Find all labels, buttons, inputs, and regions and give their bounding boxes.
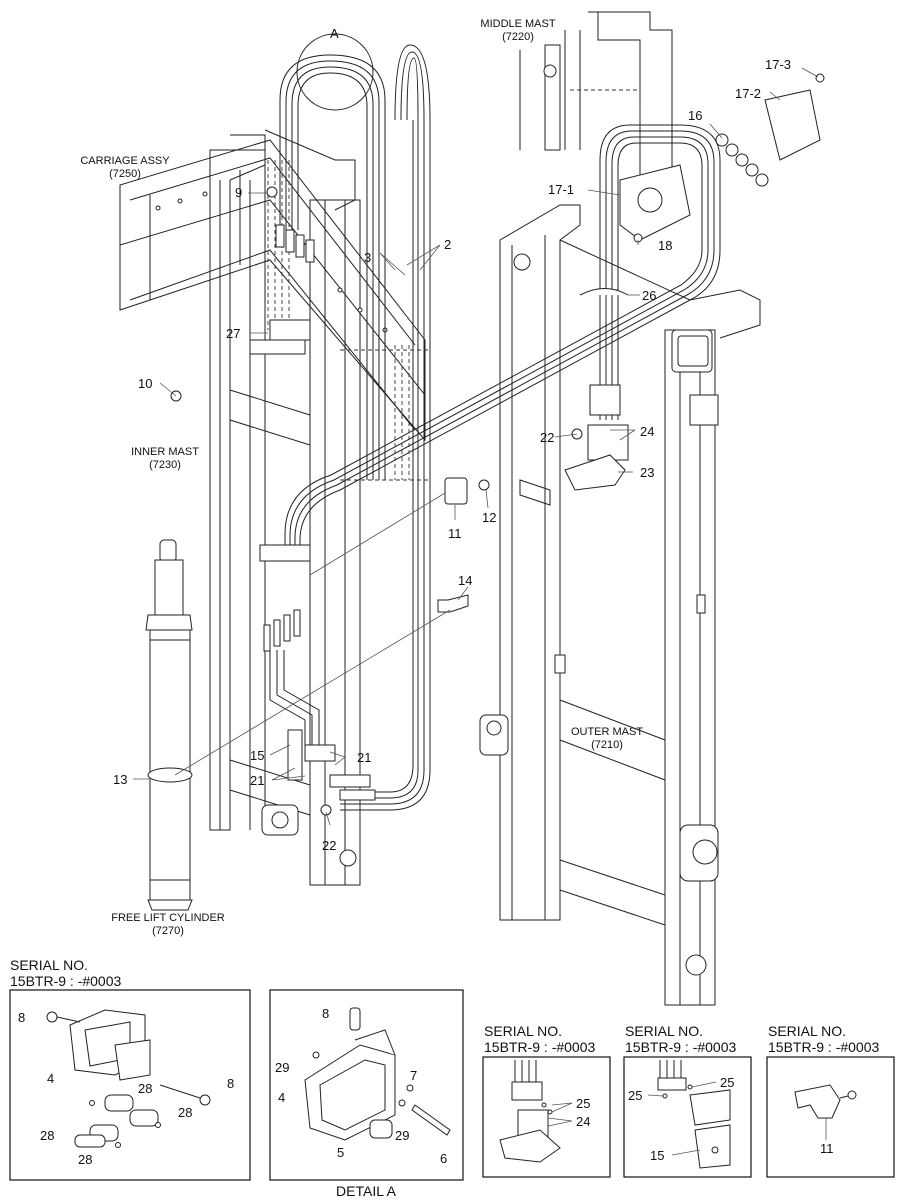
- callout-21-left: 21: [250, 773, 264, 788]
- detail-a-callout-7: 7: [410, 1068, 417, 1083]
- callout-17-1: 17-1: [548, 182, 574, 197]
- inset4-callout-25-left: 25: [628, 1088, 642, 1103]
- inset5-serial-range: 15BTR-9 : -#0003: [768, 1039, 879, 1055]
- callout-15: 15: [250, 748, 264, 763]
- free-lift-cylinder-code: (7270): [152, 925, 184, 937]
- callout-2: 2: [444, 237, 451, 252]
- outer-mast-name: OUTER MAST: [571, 726, 643, 738]
- callout-21-right: 21: [357, 750, 371, 765]
- callout-23: 23: [640, 465, 654, 480]
- callout-16: 16: [688, 108, 702, 123]
- inset5-serial-label: SERIAL NO.: [768, 1023, 846, 1039]
- callout-9: 9: [235, 185, 242, 200]
- middle-mast-name: MIDDLE MAST: [480, 18, 555, 30]
- hose-bundle: [269, 44, 721, 811]
- inset1-callout-8-top: 8: [18, 1010, 25, 1025]
- detail-a-drawing: [304, 1007, 451, 1141]
- detail-a-callout-5: 5: [337, 1145, 344, 1160]
- callout-13: 13: [113, 772, 127, 787]
- inset3-serial-range: 15BTR-9 : -#0003: [484, 1039, 595, 1055]
- inset-detail-a: [269, 989, 464, 1181]
- inset5-callout-11: 11: [820, 1141, 834, 1156]
- inset1-callout-28-b: 28: [178, 1105, 192, 1120]
- inset4-serial-label: SERIAL NO.: [625, 1023, 703, 1039]
- callout-10: 10: [138, 376, 152, 391]
- detail-a-callout-29-top: 29: [275, 1060, 289, 1075]
- serial-range-left: 15BTR-9 : -#0003: [10, 973, 121, 989]
- inset3-drawing: [499, 1060, 561, 1163]
- callout-26: 26: [642, 288, 656, 303]
- inset1-callout-28-c: 28: [40, 1128, 54, 1143]
- serial-label-left: SERIAL NO.: [10, 957, 88, 973]
- inset1-callout-8-right: 8: [227, 1076, 234, 1091]
- callout-22-upper: 22: [540, 430, 554, 445]
- callout-22-lower: 22: [322, 838, 336, 853]
- inner-mast-name: INNER MAST: [131, 446, 199, 458]
- inset1-callout-28-d: 28: [78, 1152, 92, 1167]
- callout-3: 3: [364, 250, 371, 265]
- inset1-callout-4: 4: [47, 1071, 54, 1086]
- inset1-callout-28-a: 28: [138, 1081, 152, 1096]
- detail-a-caption: DETAIL A: [336, 1183, 397, 1199]
- carriage-assy-name: CARRIAGE ASSY: [80, 155, 170, 167]
- callout-detail-a: A: [330, 26, 339, 41]
- inset-fittings-15-25: [623, 1056, 752, 1178]
- callout-17-2: 17-2: [735, 86, 761, 101]
- outer-mast-code: (7210): [591, 739, 623, 751]
- callout-18: 18: [658, 238, 672, 253]
- detail-a-callout-6: 6: [440, 1151, 447, 1166]
- middle-mast-drawing: [519, 11, 673, 185]
- inset4-callout-15: 15: [650, 1148, 664, 1163]
- inset-serial-bracket: [9, 989, 251, 1181]
- leader-lines: [133, 67, 819, 826]
- free-lift-cylinder-name: FREE LIFT CYLINDER: [111, 912, 225, 924]
- detail-a-circle: [296, 33, 374, 111]
- inset-fittings-24-25: [482, 1056, 611, 1178]
- callout-12: 12: [482, 510, 496, 525]
- inset4-serial-range: 15BTR-9 : -#0003: [625, 1039, 736, 1055]
- inset1-drawing: [46, 1009, 211, 1148]
- callout-27: 27: [226, 326, 240, 341]
- inset3-callout-25: 25: [576, 1096, 590, 1111]
- callout-14: 14: [458, 573, 472, 588]
- inset-clamp-11: [766, 1056, 895, 1178]
- inset3-callout-24: 24: [576, 1114, 590, 1129]
- free-lift-cylinder-drawing: [145, 539, 193, 911]
- inner-mast-drawing: [209, 129, 361, 886]
- inset3-serial-label: SERIAL NO.: [484, 1023, 562, 1039]
- callout-17-3: 17-3: [765, 57, 791, 72]
- detail-a-callout-4: 4: [278, 1090, 285, 1105]
- detail-a-callout-29-bottom: 29: [395, 1128, 409, 1143]
- inset4-drawing: [657, 1060, 731, 1169]
- fittings-main: [170, 73, 825, 816]
- inset4-callout-25-right: 25: [720, 1075, 734, 1090]
- outer-mast-drawing: [479, 204, 761, 1006]
- inset5-drawing: [794, 1084, 857, 1119]
- carriage-assy-code: (7250): [109, 168, 141, 180]
- middle-mast-code: (7220): [502, 31, 534, 43]
- inner-mast-code: (7230): [149, 459, 181, 471]
- callout-11: 11: [448, 526, 462, 541]
- detail-a-callout-8: 8: [322, 1006, 329, 1021]
- callout-24: 24: [640, 424, 654, 439]
